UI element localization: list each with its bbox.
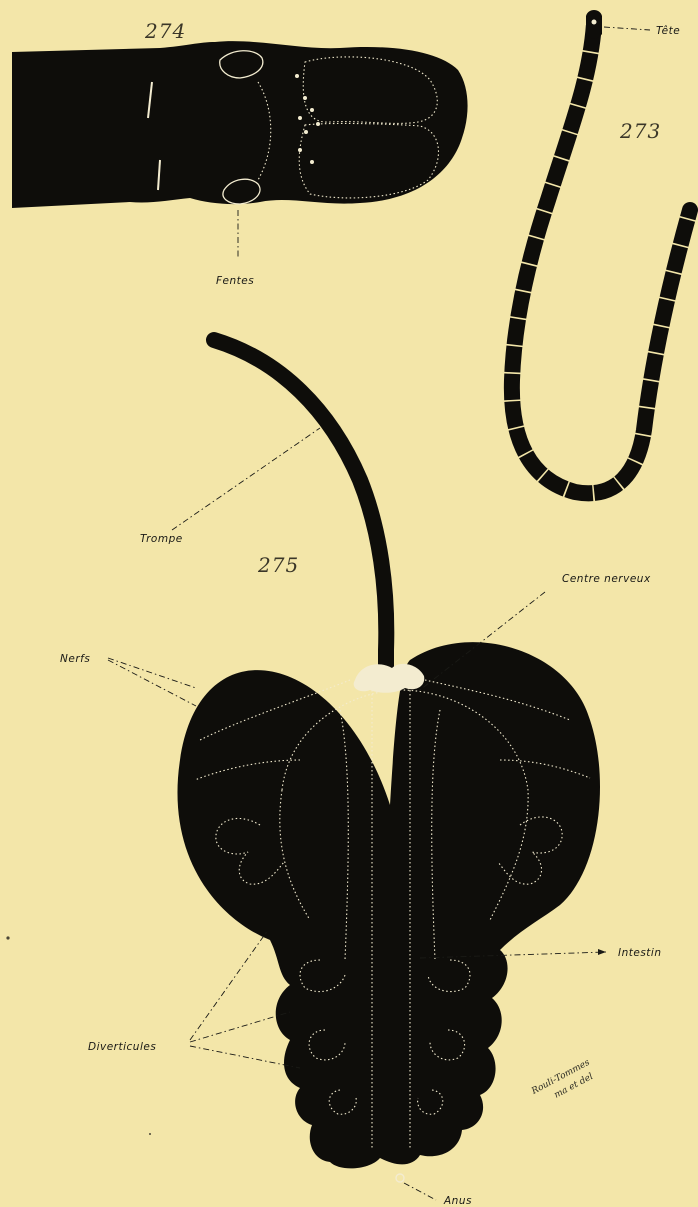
diverticules-leader-3 (190, 1046, 300, 1068)
intestin-arrow (598, 949, 606, 955)
label-trompe: Trompe (140, 533, 183, 545)
stray-dot (6, 936, 9, 939)
label-tete: Tête (656, 25, 680, 37)
diverticules-leader-2 (190, 1012, 290, 1042)
label-fentes: Fentes (216, 275, 254, 287)
anus-leader (404, 1183, 436, 1200)
diverticules-leader-1 (190, 930, 268, 1040)
nerve-center (354, 664, 425, 693)
artist-signature: Rouli-Tommes ma et del (529, 1058, 598, 1110)
label-intestin: Intestin (618, 947, 662, 959)
figure-273-worm: 273 Tête (512, 10, 690, 493)
anus-opening (396, 1174, 404, 1182)
figure-273-body (512, 24, 690, 493)
figure-274-body (12, 41, 468, 208)
figure-274-number: 274 (144, 19, 186, 43)
label-anus: Anus (443, 1195, 472, 1207)
figure-275-number: 275 (257, 553, 299, 577)
label-centre-nerveux: Centre nerveux (562, 573, 651, 585)
nerfs-leader-2 (108, 660, 196, 706)
figure-273-eye (592, 20, 597, 25)
label-nerfs: Nerfs (60, 653, 90, 665)
label-diverticules: Diverticules (88, 1041, 156, 1053)
trompe-leader (172, 428, 320, 530)
figure-274-head: 274 Fentes (12, 19, 468, 287)
stray-dot-2 (149, 1133, 151, 1135)
proboscis (214, 340, 386, 670)
tete-leader (604, 27, 650, 30)
figure-273-number: 273 (619, 119, 661, 143)
